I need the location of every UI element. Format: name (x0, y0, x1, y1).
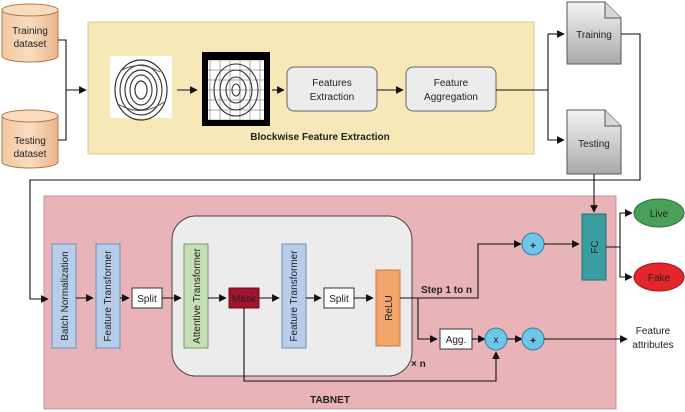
batch-normalization-block (51, 243, 77, 349)
fc-to-fake-arrow (619, 247, 633, 281)
bottom-plus-symbol: + (530, 336, 536, 347)
live-output (633, 198, 685, 228)
training-dataset-label-1: Training (12, 26, 48, 37)
blockwise-extraction-title: Blockwise Feature Extraction (250, 132, 390, 143)
fc-output-connector (606, 209, 633, 248)
feature-transformer-1-label: Feature Transformer (103, 250, 114, 342)
feature-attributes-label-2: attributes (632, 340, 673, 351)
split-1-label: Split (137, 294, 157, 305)
mask-to-multiply-connector (243, 308, 500, 382)
testing-dataset-label-1: Testing (14, 136, 46, 147)
feature-aggregation-label-2: Aggregation (424, 92, 478, 103)
split-2-label: Split (329, 294, 349, 305)
dataset-merge-connector (58, 39, 67, 141)
fake-label: Fake (648, 273, 671, 284)
feature-aggregation-box (405, 66, 497, 112)
top-plus-symbol: + (530, 241, 536, 252)
step-label: Step 1 to n (421, 285, 472, 296)
fingerprint-image (110, 56, 172, 121)
feature-transformer-block-1 (95, 243, 121, 349)
feature-aggregation-label-1: Feature (434, 78, 469, 89)
fc-label: FC (590, 240, 601, 253)
training-document-icon: Training (566, 1, 622, 65)
training-dataset-label-2: dataset (14, 39, 47, 50)
attentive-transformer-label: Attentive Transformer (192, 248, 203, 344)
features-extraction-label-1: Features (312, 78, 351, 89)
features-extraction-box (286, 66, 378, 112)
fc-block (581, 213, 607, 281)
multiply-symbol: x (494, 335, 499, 346)
testing-dataset-cylinder: Testing dataset (1, 109, 59, 169)
batch-normalization-label: Batch Normalization (60, 251, 71, 340)
live-label: Live (650, 209, 669, 220)
blockwise-fingerprint-image (202, 52, 270, 126)
attentive-transformer-block (183, 243, 209, 349)
feature-transformer-2-label: Feature Transformer (289, 250, 300, 342)
feature-transformer-block-2 (281, 243, 307, 349)
training-feedback-connector (29, 33, 641, 303)
feature-attributes-label-1: Feature (636, 326, 671, 337)
tabnet-title: TABNET (310, 395, 350, 406)
testing-dataset-label-2: dataset (14, 149, 47, 160)
relu-label: ReLU (384, 295, 395, 321)
repeat-n-label: × n (411, 359, 426, 370)
testing-document-label: Testing (578, 139, 610, 150)
relu-to-step-connector (400, 240, 522, 299)
training-dataset-cylinder: Training dataset (1, 3, 59, 63)
fake-output (633, 262, 685, 292)
relu-to-agg-connector (417, 298, 438, 343)
training-document-label: Training (576, 30, 612, 41)
features-extraction-label-2: Extraction (310, 92, 354, 103)
agg-label: Agg. (446, 335, 467, 346)
testing-document-icon: Testing (566, 109, 622, 175)
to-testing-doc-arrow (547, 90, 565, 144)
mask-label: Mask (232, 294, 257, 305)
relu-block (375, 269, 401, 347)
